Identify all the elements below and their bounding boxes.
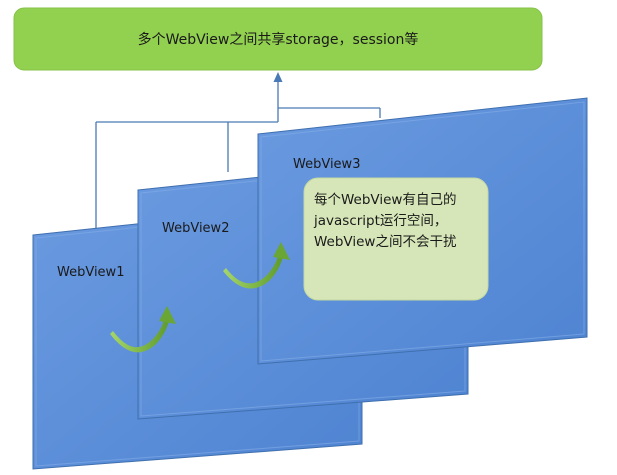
shared-storage-banner: 多个WebView之间共享storage，session等 — [13, 7, 543, 71]
note-box — [303, 177, 489, 301]
connector-lines — [95, 80, 381, 228]
curved-arrow-icon — [223, 256, 283, 289]
webview1-label: WebView1 — [57, 265, 124, 280]
webview3-label: WebView3 — [293, 157, 360, 172]
banner-label: 多个WebView之间共享storage，session等 — [138, 31, 419, 48]
curved-arrow-icon — [110, 320, 169, 353]
webview2-label: WebView2 — [162, 221, 229, 236]
isolation-note: 每个WebView有自己的 javascript运行空间， WebView之间不… — [303, 177, 489, 301]
switch-arrow-1-to-2 — [110, 306, 176, 353]
arrowhead-icon — [273, 242, 290, 260]
note-line-3: WebView之间不会干扰 — [314, 234, 457, 250]
banner-arrowhead-icon — [273, 72, 283, 82]
banner-box — [13, 7, 543, 71]
note-line-2: javascript运行空间， — [313, 213, 447, 229]
switch-arrow-2-to-3 — [223, 242, 290, 289]
arrowhead-icon — [159, 306, 176, 324]
note-line-1: 每个WebView有自己的 — [314, 192, 456, 208]
